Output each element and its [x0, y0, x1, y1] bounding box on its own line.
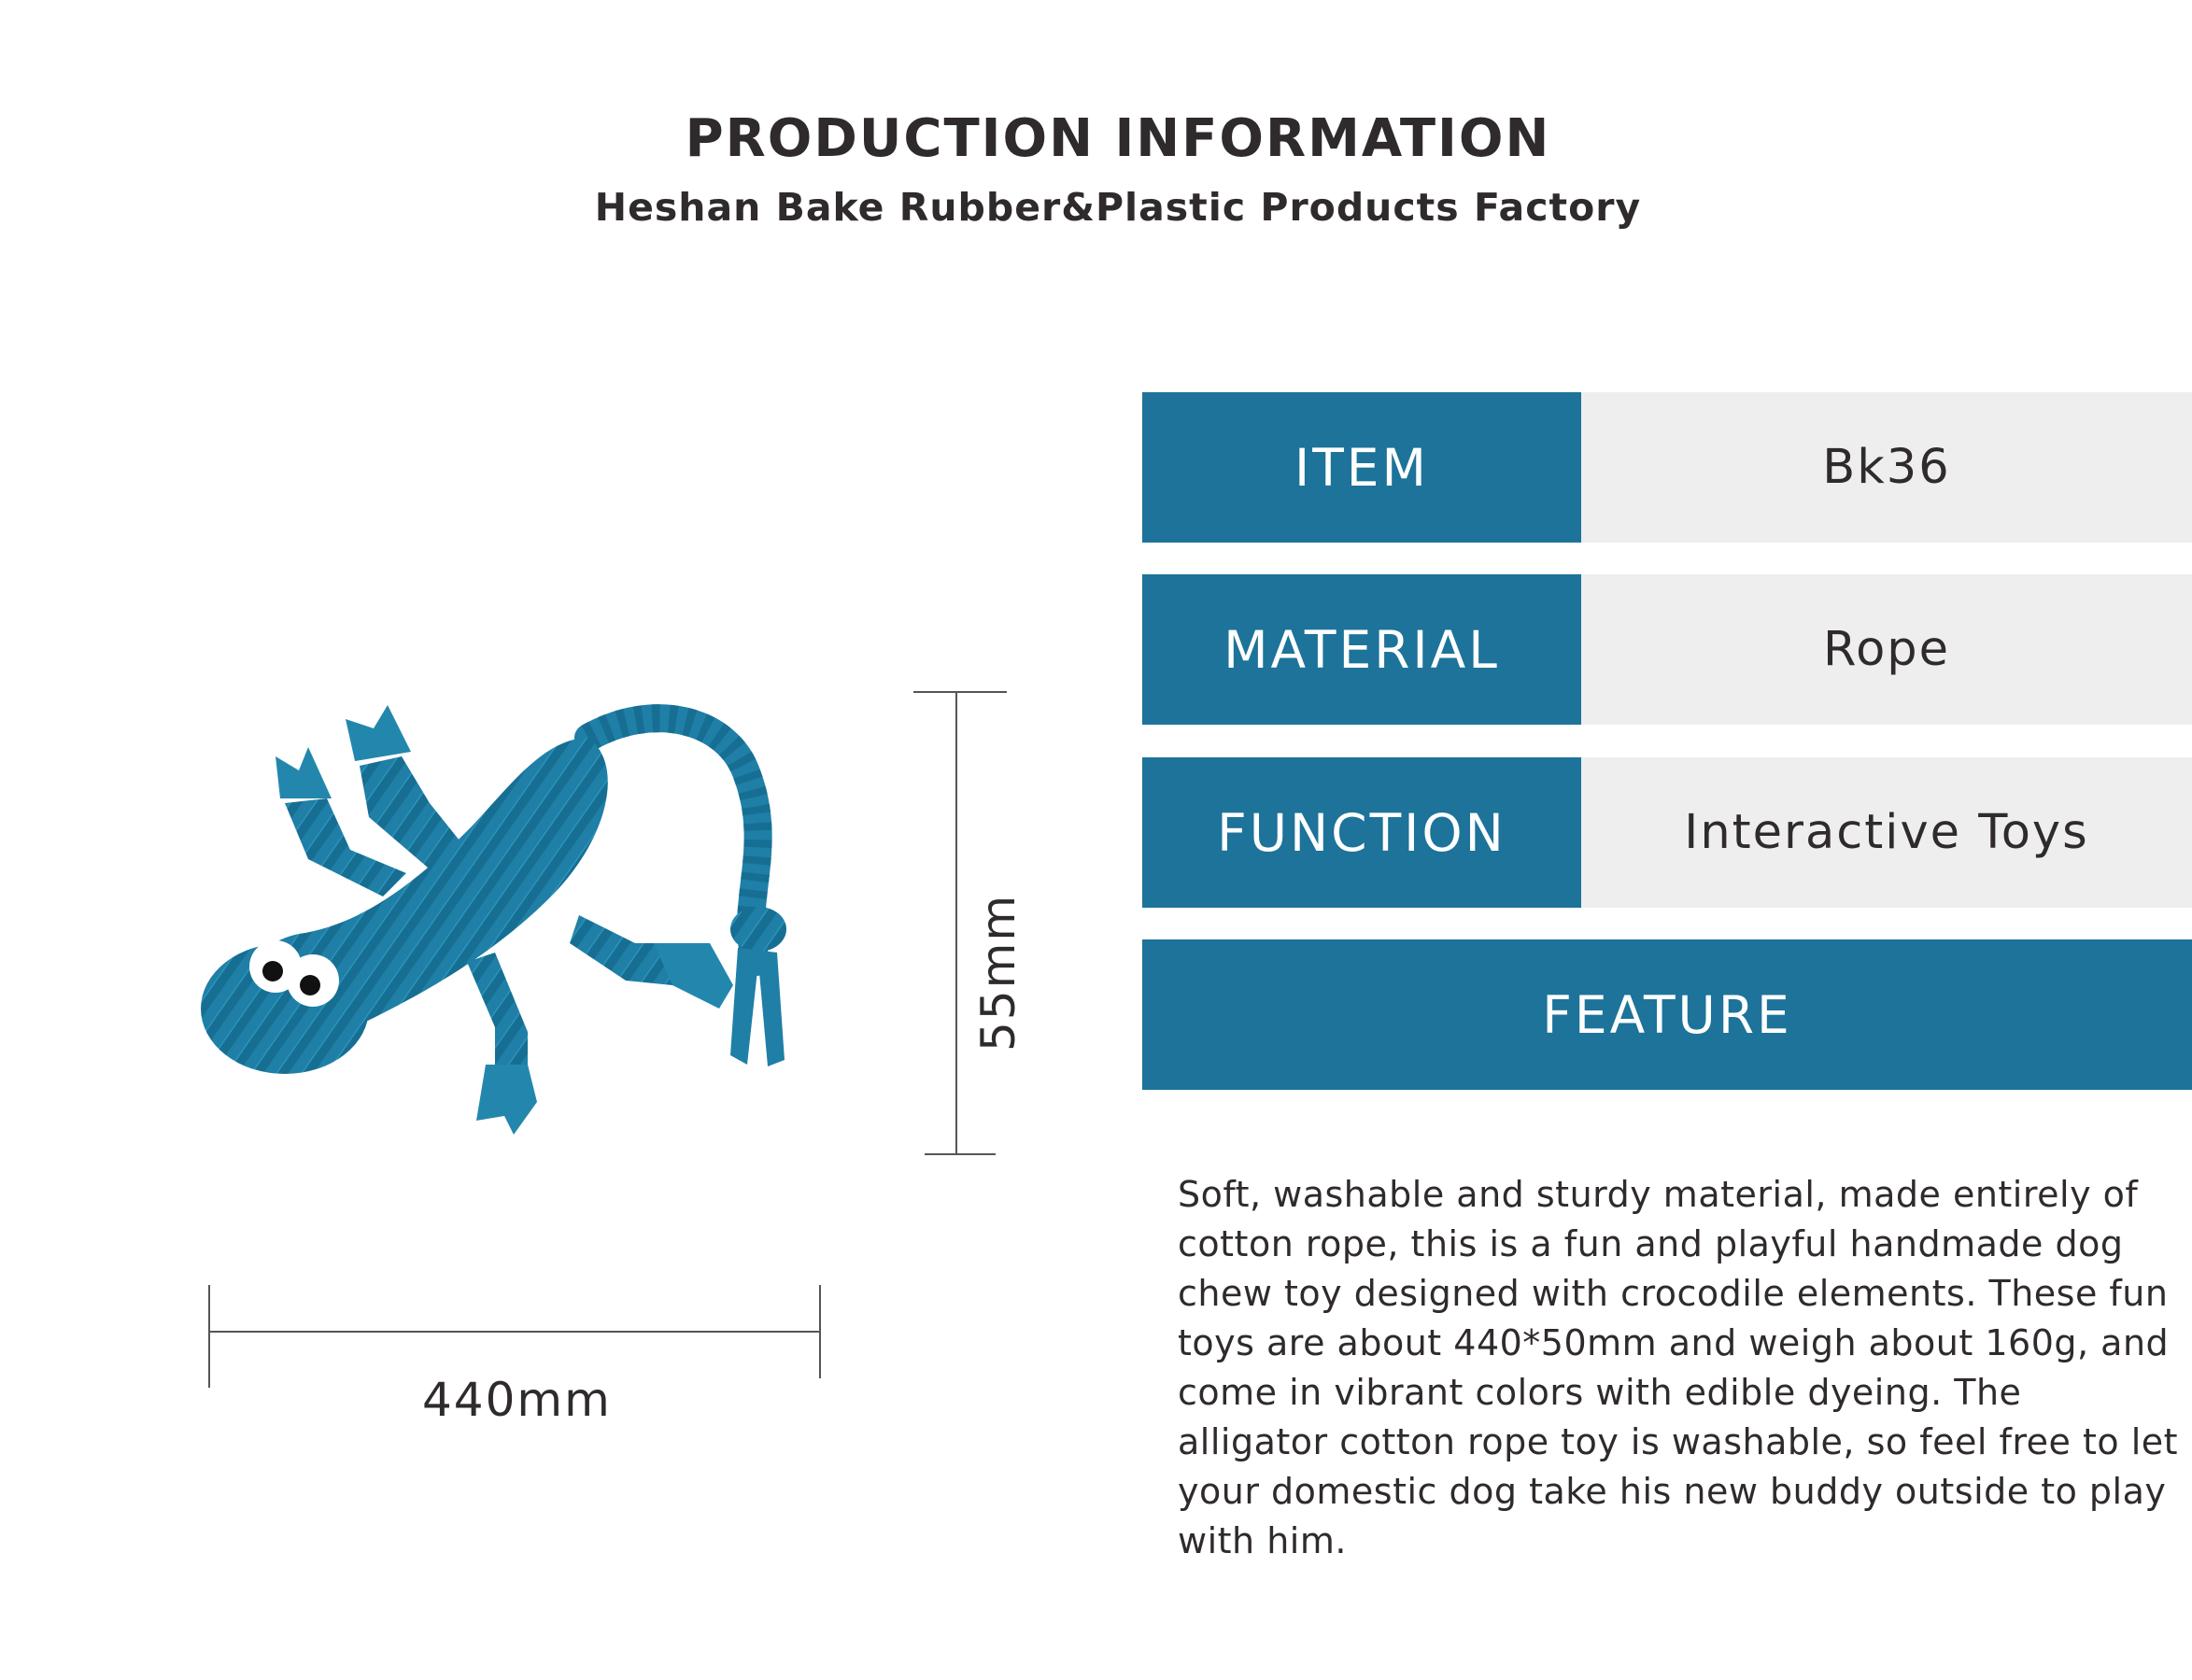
- spec-row-function: FUNCTION Interactive Toys: [1142, 757, 2192, 908]
- feature-heading: FEATURE: [1142, 939, 2192, 1090]
- rope-lizard-toy-icon: [201, 704, 786, 1135]
- page-subtitle: Heshan Bake Rubber&Plastic Products Fact…: [594, 185, 1642, 230]
- page-title: PRODUCTION INFORMATION: [685, 108, 1551, 169]
- height-dimension-label: 55mm: [971, 893, 1025, 1052]
- spec-row-material: MATERIAL Rope: [1142, 574, 2192, 725]
- spec-label: ITEM: [1142, 392, 1581, 543]
- spec-value: Bk36: [1581, 392, 2192, 543]
- spec-value: Interactive Toys: [1581, 757, 2192, 908]
- width-dimension-label: 440mm: [422, 1373, 612, 1427]
- spec-label: FUNCTION: [1142, 757, 1581, 908]
- feature-description: Soft, washable and sturdy material, made…: [1178, 1174, 2179, 1561]
- spec-label: MATERIAL: [1142, 574, 1581, 725]
- spec-value: Rope: [1581, 574, 2192, 725]
- spec-row-item: ITEM Bk36: [1142, 392, 2192, 543]
